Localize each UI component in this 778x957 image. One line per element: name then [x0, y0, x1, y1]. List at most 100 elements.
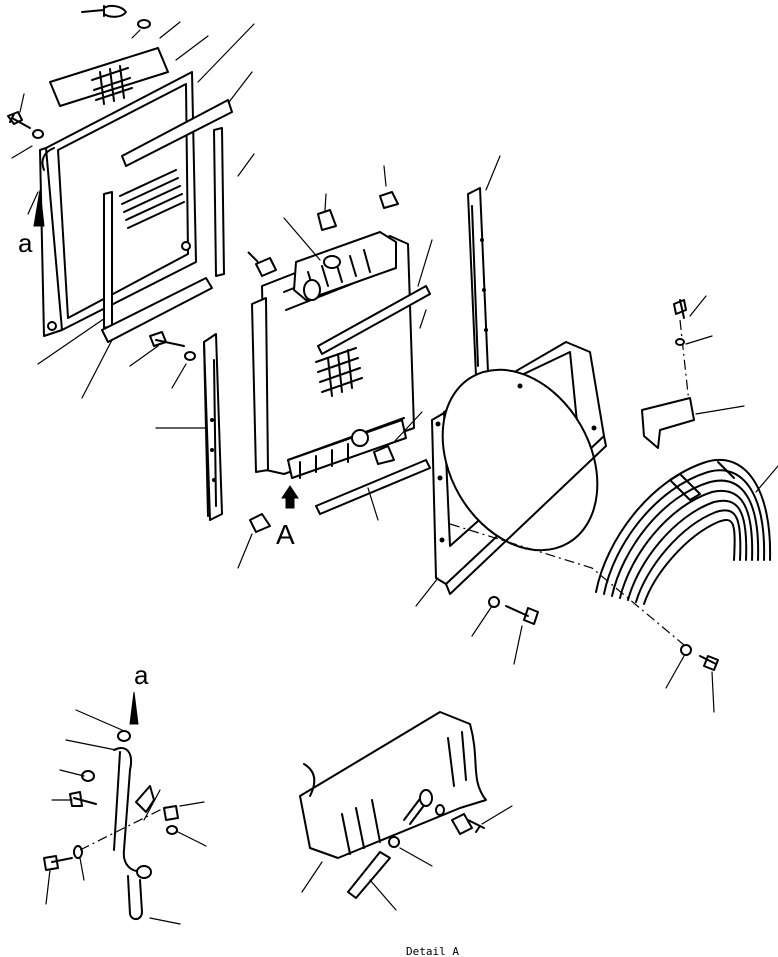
- bracket-hole: [210, 448, 214, 452]
- seal-strips-left: [101, 99, 233, 343]
- leader-lines: [665, 655, 715, 713]
- bolt: [699, 655, 719, 671]
- cushion-leader: [247, 251, 259, 263]
- washer: [166, 825, 178, 835]
- bolt-group-center: [129, 331, 196, 389]
- view-label-a: A: [276, 519, 295, 550]
- nut: [163, 805, 179, 821]
- bolt: [505, 605, 539, 625]
- gasket: [435, 804, 445, 816]
- seal-strip: [101, 277, 213, 343]
- seal-strip: [317, 285, 431, 355]
- drain-hose: [347, 851, 391, 899]
- guard-frame-side: [39, 147, 63, 337]
- washer: [73, 845, 83, 859]
- leader-lines: [685, 295, 713, 345]
- view-arrow-a: A: [276, 485, 299, 550]
- leader-line: [237, 533, 253, 569]
- shroud-hole: [591, 425, 597, 431]
- fan-guard-rib: [635, 509, 742, 603]
- side-bracket-left: [155, 333, 223, 521]
- leader-line: [383, 165, 387, 187]
- guard-louver: [119, 169, 185, 229]
- bolt: [673, 299, 687, 319]
- cushion: [373, 445, 395, 465]
- hose-bracket: [135, 785, 155, 813]
- fan-shroud: [415, 341, 607, 607]
- radiator-side-tank: [251, 297, 269, 473]
- leader-lines: [11, 21, 255, 399]
- leader-lines: [45, 709, 207, 925]
- bracket-plate: [203, 333, 223, 521]
- seal-strip: [121, 99, 233, 167]
- bracket-hole: [210, 418, 214, 422]
- fan-guard-clip: [669, 473, 701, 501]
- guard-frame: [45, 71, 197, 331]
- drain-cock-handle: [467, 819, 485, 833]
- washer: [137, 19, 151, 29]
- fan-guard-clip: [717, 461, 735, 479]
- leader-lines: [129, 345, 187, 389]
- assembly-center-line: [679, 319, 691, 413]
- view-arrow: [281, 485, 299, 509]
- fan-guard-rib: [595, 459, 772, 593]
- assembly-center-line: [449, 523, 691, 651]
- washer: [32, 129, 44, 139]
- tank-ribs: [341, 731, 467, 855]
- guard-bracket: [641, 397, 745, 449]
- outlet-pipe: [351, 429, 369, 447]
- bracket-hole: [482, 288, 486, 292]
- lower-tank-ribs: [299, 443, 349, 479]
- shroud-hole: [437, 475, 443, 481]
- tank-break-line: [303, 763, 316, 797]
- cushion: [249, 513, 271, 533]
- shroud-hole: [517, 383, 523, 389]
- hose-clip: [117, 730, 131, 742]
- seal-strip: [103, 191, 113, 329]
- leader-line: [367, 487, 379, 521]
- arrow-up: [129, 691, 139, 725]
- leader-lines: [471, 605, 523, 665]
- frame-hole: [47, 321, 57, 331]
- upper-tank: [293, 231, 397, 301]
- shroud-fasteners: [471, 295, 719, 713]
- drain-plug: [127, 875, 143, 920]
- screen-panel-top: [49, 47, 169, 107]
- radiator-assembly: [251, 193, 433, 479]
- radiator-core-mesh: [315, 347, 363, 397]
- hose-end: [41, 147, 55, 171]
- seal-strip: [213, 127, 225, 277]
- detail-a-drain: [299, 711, 513, 911]
- fan-guard-rib: [603, 469, 766, 595]
- bracket-edge: [471, 205, 479, 367]
- cushion: [255, 257, 277, 277]
- hose-detail: a: [43, 660, 207, 925]
- seal-strip: [315, 459, 431, 515]
- drain-clip: [388, 836, 400, 848]
- inlet-pipe: [303, 279, 321, 301]
- shroud-opening: [441, 368, 599, 552]
- fan-guard: [595, 459, 778, 605]
- reference-label-a: a: [18, 228, 33, 258]
- seal-strips-center: [315, 285, 431, 521]
- leader-line: [393, 411, 423, 443]
- side-bracket-right: [467, 155, 501, 377]
- washer: [488, 596, 500, 608]
- drain-cock: [451, 813, 473, 835]
- bracket-hole: [480, 238, 484, 242]
- wing-bolt: [81, 4, 127, 18]
- bracket-hole: [484, 328, 488, 332]
- cushions: [237, 165, 423, 569]
- detail-caption: Detail A: [406, 945, 459, 957]
- bracket-hole: [212, 478, 216, 482]
- guard-frame-inner: [57, 83, 189, 319]
- reference-label-a-detail: a: [134, 660, 149, 690]
- bolt: [149, 331, 185, 347]
- washer: [184, 351, 196, 361]
- bolt: [7, 111, 31, 129]
- filler-neck: [323, 255, 341, 269]
- leader-line: [485, 155, 501, 191]
- arrow-up: [33, 189, 45, 227]
